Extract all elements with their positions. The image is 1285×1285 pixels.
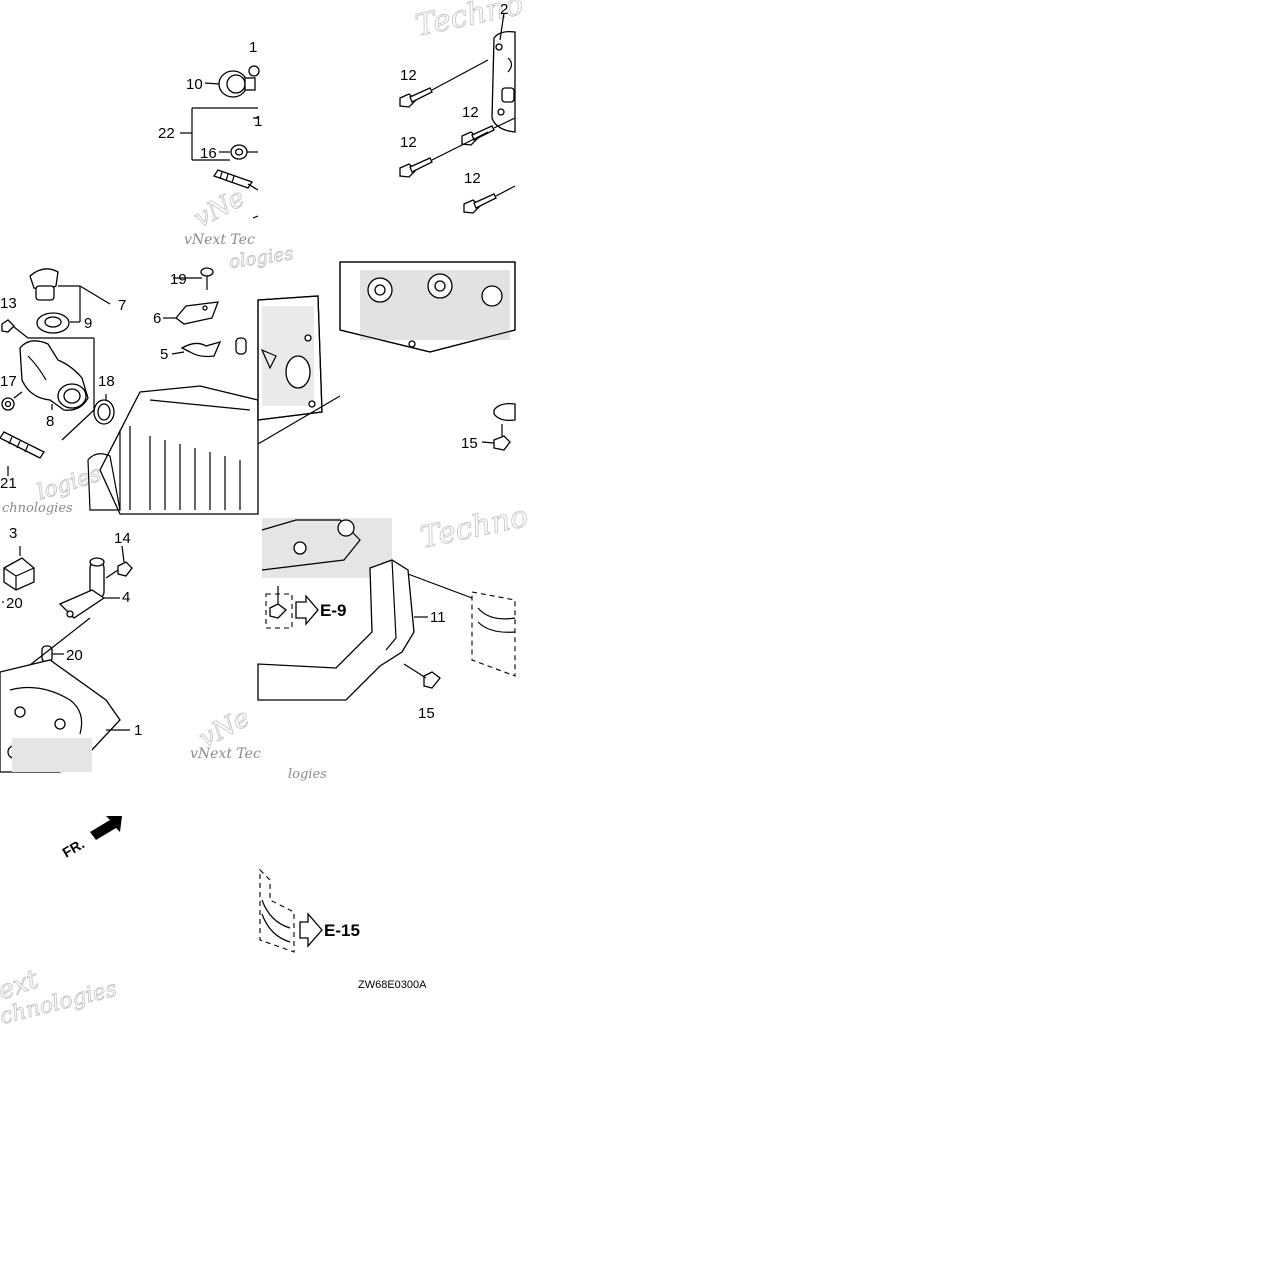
part-label: 13 xyxy=(0,295,17,312)
screw-icon xyxy=(200,267,214,290)
head-gasket-icon xyxy=(257,295,323,421)
watermark-text: logies xyxy=(34,462,104,506)
part-label: 15 xyxy=(418,705,435,722)
block-icon xyxy=(3,557,35,591)
dowel-icon xyxy=(235,337,247,355)
part-label: 9 xyxy=(84,315,92,332)
tile-bottom-middle xyxy=(257,518,516,701)
part-label: 20 xyxy=(6,595,23,612)
nut-part-icon xyxy=(248,65,260,77)
watermark-text: vNext Tec xyxy=(190,746,261,762)
watermark-text: Techno xyxy=(417,499,531,556)
filler-cap-icon xyxy=(29,268,59,301)
bolt-icon xyxy=(493,402,516,451)
part-label: 4 xyxy=(122,589,130,606)
tile-top-middle xyxy=(399,12,516,214)
part-label: 16 xyxy=(200,145,217,162)
part-label: 7 xyxy=(118,297,126,314)
valve-cover-icon xyxy=(491,30,516,133)
o-ring-icon xyxy=(1,397,15,411)
watermark-text: logies xyxy=(288,767,327,782)
tile-bottom-left xyxy=(0,545,133,773)
cylinder-head-icon xyxy=(339,261,516,353)
bolt-icon xyxy=(269,586,287,619)
part-label: 1 xyxy=(254,113,262,130)
breather-tube-icon xyxy=(58,557,106,619)
bolt-icon xyxy=(463,185,516,214)
part-label: 12 xyxy=(464,170,481,187)
part-label: 8 xyxy=(46,413,54,430)
part-label: 1 xyxy=(249,39,257,56)
part-label: 2 xyxy=(500,1,508,18)
part-label: 12 xyxy=(400,134,417,151)
tile-middle-middle xyxy=(257,261,516,451)
tile-top-left xyxy=(180,65,260,219)
gasket-icon xyxy=(93,399,115,425)
seal-part-icon xyxy=(230,144,248,160)
part-label: 12 xyxy=(400,67,417,84)
part-label: 19 xyxy=(170,271,187,288)
part-label: 20 xyxy=(66,647,83,664)
bolt-icon xyxy=(399,131,489,178)
seal-ring-icon xyxy=(36,312,70,334)
spark-plug-icon xyxy=(212,169,259,191)
part-label: 11 xyxy=(430,609,446,626)
bolt-icon xyxy=(1,319,29,339)
part-label: 15 xyxy=(461,435,478,452)
bolt-icon xyxy=(461,117,516,146)
front-arrow-icon xyxy=(90,816,122,840)
part-label: 6 xyxy=(153,310,161,327)
reference-box xyxy=(265,593,293,629)
bolt-icon xyxy=(403,663,441,689)
part-label: 22 xyxy=(158,125,175,142)
clip-icon xyxy=(180,340,222,358)
arrow-right-icon xyxy=(295,594,319,626)
part-label: 10 xyxy=(186,76,203,93)
hose-icon xyxy=(259,868,295,953)
bolt-icon xyxy=(105,561,133,579)
reference-e15: E-15 xyxy=(324,921,360,940)
crankcase-icon xyxy=(0,659,121,773)
tile-middle-left xyxy=(0,267,259,515)
drawing-code: ZW68E0300A xyxy=(358,979,427,991)
reference-e9: E-9 xyxy=(320,601,346,620)
cover-plate-icon xyxy=(257,559,415,701)
cylinder-fins-icon xyxy=(87,385,259,515)
bolt-icon xyxy=(399,59,489,108)
elbow-housing-icon xyxy=(19,340,89,411)
part-label: 18 xyxy=(98,373,115,390)
watermark-text: vNext Tec xyxy=(184,232,255,248)
cap-part-icon xyxy=(218,70,256,98)
plate-icon xyxy=(175,301,219,325)
part-label: 12 xyxy=(462,104,479,121)
part-label: 17 xyxy=(0,373,17,390)
part-label: 3 xyxy=(9,525,17,542)
watermark-text: vNe xyxy=(189,183,250,234)
part-label: 14 xyxy=(114,530,131,547)
watermark-text: chnologies xyxy=(2,501,73,516)
spark-plug-icon xyxy=(0,431,45,459)
watermark-layer: Techno vNext Tec vNe chnologies Techno v… xyxy=(0,0,532,1030)
part-labels: 10 1 1 22 16 2 12 12 12 12 19 7 13 6 9 5… xyxy=(0,1,508,739)
arrow-right-icon xyxy=(299,912,323,948)
front-direction-label: FR. xyxy=(60,835,88,860)
part-label: 5 xyxy=(160,346,168,363)
part-label: 1 xyxy=(134,722,142,739)
part-label: 21 xyxy=(0,475,17,492)
hose-icon xyxy=(471,591,516,677)
